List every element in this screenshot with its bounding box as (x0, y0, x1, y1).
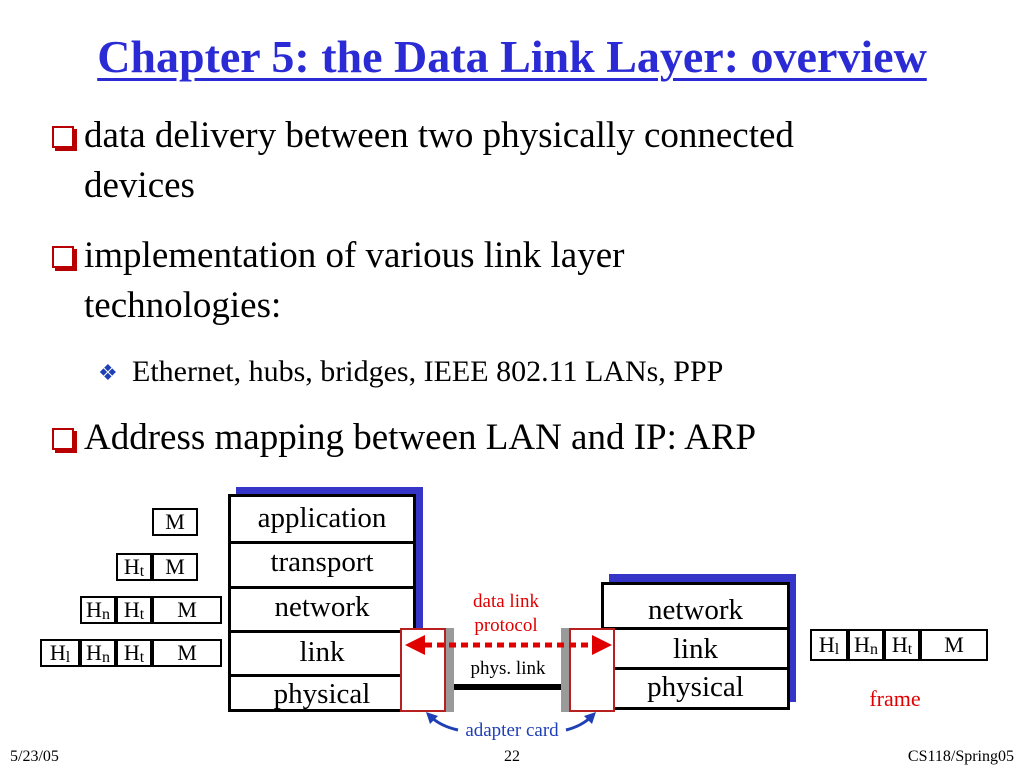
layer-divider (231, 674, 413, 677)
transport-header-box: Ht (116, 639, 152, 667)
bullet-2-line-2: technologies: (84, 285, 282, 326)
layer-link: link (672, 633, 719, 665)
layer-divider (231, 586, 413, 589)
layer-divider (231, 630, 413, 633)
adapter-edge (561, 628, 569, 712)
header-sub-n: n (101, 649, 110, 666)
page-title: Chapter 5: the Data Link Layer: overview (97, 31, 927, 82)
bullet-3-text: Address mapping between LAN and IP: ARP (84, 417, 757, 458)
network-header-box: Hn (80, 639, 116, 667)
hollow-square-icon (52, 246, 74, 268)
link-header-box: Hl (810, 629, 848, 661)
stack-body: network link physical (601, 582, 790, 710)
header-sub-n: n (101, 606, 110, 623)
adapter-arrowhead-right (584, 712, 596, 724)
transport-header-box: Ht (884, 629, 920, 661)
hollow-square-icon (52, 126, 74, 148)
sub-bullet-item: ❖ Ethernet, hubs, bridges, IEEE 802.11 L… (98, 354, 723, 390)
stack-body: application transport network link physi… (228, 494, 416, 712)
bullet-1-line-2: devices (84, 165, 195, 206)
left-protocol-stack: application transport network link physi… (228, 487, 423, 712)
link-header-box: Hl (40, 639, 80, 667)
header-h: H (86, 640, 102, 665)
network-header-box: Hn (80, 596, 116, 624)
header-h: H (86, 597, 102, 622)
message-box: M (152, 553, 198, 581)
header-h: H (123, 554, 140, 579)
message-box: M (920, 629, 988, 661)
diamond-four-icon: ❖ (98, 360, 118, 385)
layer-divider (604, 667, 787, 670)
message-box: M (152, 508, 198, 536)
network-header-box: Hn (848, 629, 884, 661)
footer-page-number: 22 (504, 748, 520, 765)
layer-network: network (647, 594, 744, 626)
hollow-square-icon (52, 428, 74, 450)
bullet-item-1: data delivery between two physically con… (52, 111, 794, 211)
message-box: M (152, 639, 222, 667)
adapter-edge (446, 628, 454, 712)
adapter-card-label: adapter card (465, 720, 559, 741)
header-sub-t: t (139, 649, 145, 666)
layer-physical: physical (647, 671, 744, 703)
sub-bullet-text: Ethernet, hubs, bridges, IEEE 802.11 LAN… (132, 355, 724, 388)
footer-date: 5/23/05 (10, 748, 59, 765)
layer-network: network (274, 591, 370, 623)
adapter-arrowhead-left (426, 712, 438, 724)
header-h: H (854, 632, 870, 657)
layer-divider (604, 627, 787, 630)
layer-transport: transport (270, 546, 374, 578)
physical-link-line (443, 684, 573, 690)
header-h: H (818, 632, 835, 657)
footer-course: CS118/Spring05 (907, 748, 1014, 765)
protocol-arrowhead-left (405, 635, 425, 655)
protocol-label-line-1: data link (473, 591, 539, 612)
layer-link: link (299, 636, 345, 668)
bullet-item-2: implementation of various link layer tec… (52, 231, 624, 331)
header-sub-t: t (139, 606, 145, 623)
protocol-arrowhead-right (592, 635, 612, 655)
header-sub-l: l (834, 641, 840, 658)
bullet-item-3: Address mapping between LAN and IP: ARP (52, 413, 756, 463)
bullet-1-line-1: data delivery between two physically con… (84, 115, 794, 156)
protocol-label-line-2: protocol (474, 615, 538, 636)
phys-link-label: phys. link (470, 658, 546, 679)
frame-label: frame (869, 686, 921, 711)
message-box: M (152, 596, 222, 624)
protocol-label: data link protocol (446, 590, 566, 638)
bullet-2-line-1: implementation of various link layer (84, 235, 625, 276)
layer-application: application (257, 502, 387, 534)
header-sub-t: t (907, 641, 913, 658)
right-protocol-stack: network link physical (601, 574, 796, 710)
header-sub-t: t (139, 563, 145, 580)
transport-header-box: Ht (116, 553, 152, 581)
header-h: H (49, 640, 66, 665)
header-h: H (123, 640, 140, 665)
layer-physical: physical (273, 678, 371, 710)
header-sub-n: n (869, 641, 878, 658)
header-h: H (891, 632, 908, 657)
transport-header-box: Ht (116, 596, 152, 624)
header-sub-l: l (65, 649, 71, 666)
header-h: H (123, 597, 140, 622)
layer-divider (231, 541, 413, 544)
